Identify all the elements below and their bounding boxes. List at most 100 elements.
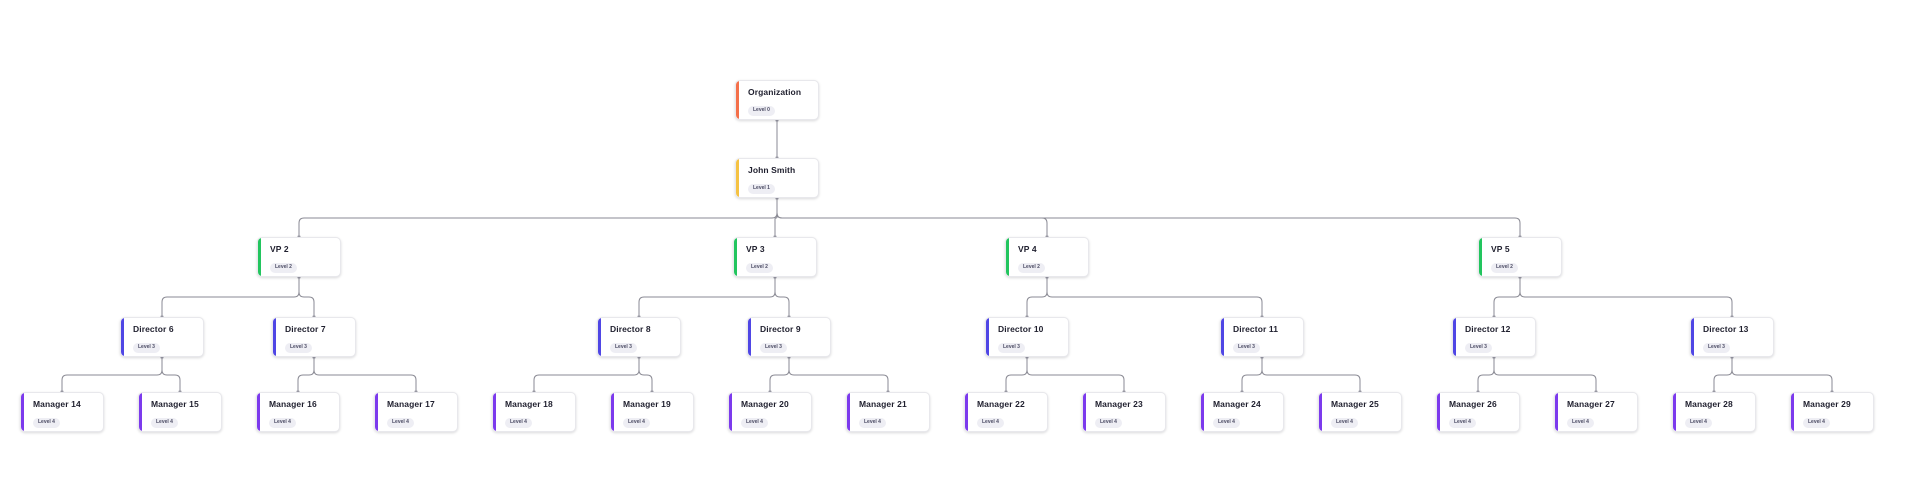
node-title: Manager 20 (741, 399, 789, 409)
node-level-badge: Level 4 (269, 417, 296, 428)
node-level-badge: Level 2 (1018, 262, 1045, 273)
node-level-badge: Level 3 (1465, 342, 1492, 353)
node-title: Manager 23 (1095, 399, 1143, 409)
node-title: Manager 16 (269, 399, 317, 409)
node-level-badge: Level 4 (33, 417, 60, 428)
node-title: VP 5 (1491, 244, 1510, 254)
level-accent-bar (257, 393, 260, 431)
org-node[interactable]: Manager 27 Level 4 (1554, 392, 1638, 432)
level-accent-bar (748, 318, 751, 356)
level-accent-bar (1691, 318, 1694, 356)
level-accent-bar (598, 318, 601, 356)
org-node[interactable]: VP 2 Level 2 (257, 237, 341, 277)
org-node[interactable]: Manager 20 Level 4 (728, 392, 812, 432)
node-title: Director 12 (1465, 324, 1511, 334)
node-level-badge: Level 4 (505, 417, 532, 428)
node-level-badge: Level 3 (1703, 342, 1730, 353)
org-node[interactable]: Director 12 Level 3 (1452, 317, 1536, 357)
level-accent-bar (1221, 318, 1224, 356)
node-title: VP 2 (270, 244, 289, 254)
org-node[interactable]: VP 4 Level 2 (1005, 237, 1089, 277)
level-accent-bar (258, 238, 261, 276)
level-accent-bar (847, 393, 850, 431)
node-title: Manager 14 (33, 399, 81, 409)
level-accent-bar (375, 393, 378, 431)
node-level-badge: Level 1 (748, 183, 775, 194)
org-node[interactable]: Director 7 Level 3 (272, 317, 356, 357)
node-level-badge: Level 4 (977, 417, 1004, 428)
node-level-badge: Level 3 (285, 342, 312, 353)
level-accent-bar (273, 318, 276, 356)
node-title: VP 3 (746, 244, 765, 254)
node-level-badge: Level 4 (151, 417, 178, 428)
org-node[interactable]: Director 11 Level 3 (1220, 317, 1304, 357)
org-node[interactable]: Manager 24 Level 4 (1200, 392, 1284, 432)
level-accent-bar (729, 393, 732, 431)
level-accent-bar (1201, 393, 1204, 431)
node-level-badge: Level 4 (623, 417, 650, 428)
node-level-badge: Level 2 (746, 262, 773, 273)
node-level-badge: Level 2 (270, 262, 297, 273)
level-accent-bar (736, 81, 739, 119)
node-title: Director 13 (1703, 324, 1749, 334)
level-accent-bar (1083, 393, 1086, 431)
node-level-badge: Level 4 (1331, 417, 1358, 428)
node-level-badge: Level 4 (741, 417, 768, 428)
org-node[interactable]: Manager 14 Level 4 (20, 392, 104, 432)
org-node[interactable]: Manager 23 Level 4 (1082, 392, 1166, 432)
org-node[interactable]: Director 13 Level 3 (1690, 317, 1774, 357)
level-accent-bar (493, 393, 496, 431)
node-level-badge: Level 4 (859, 417, 886, 428)
node-title: Manager 21 (859, 399, 907, 409)
node-level-badge: Level 4 (1449, 417, 1476, 428)
level-accent-bar (1673, 393, 1676, 431)
node-level-badge: Level 4 (1213, 417, 1240, 428)
node-level-badge: Level 3 (610, 342, 637, 353)
node-title: Manager 25 (1331, 399, 1379, 409)
node-title: Director 7 (285, 324, 326, 334)
node-title: Director 11 (1233, 324, 1279, 334)
level-accent-bar (611, 393, 614, 431)
level-accent-bar (121, 318, 124, 356)
node-title: Director 8 (610, 324, 651, 334)
org-node[interactable]: Manager 21 Level 4 (846, 392, 930, 432)
node-title: VP 4 (1018, 244, 1037, 254)
node-level-badge: Level 4 (1567, 417, 1594, 428)
org-node[interactable]: VP 5 Level 2 (1478, 237, 1562, 277)
level-accent-bar (1555, 393, 1558, 431)
node-level-badge: Level 3 (760, 342, 787, 353)
node-level-badge: Level 4 (387, 417, 414, 428)
node-title: John Smith (748, 165, 796, 175)
org-node[interactable]: VP 3 Level 2 (733, 237, 817, 277)
node-title: Manager 24 (1213, 399, 1261, 409)
node-level-badge: Level 3 (1233, 342, 1260, 353)
org-node[interactable]: Director 8 Level 3 (597, 317, 681, 357)
node-level-badge: Level 3 (133, 342, 160, 353)
level-accent-bar (1453, 318, 1456, 356)
node-title: Director 10 (998, 324, 1044, 334)
org-node[interactable]: Manager 16 Level 4 (256, 392, 340, 432)
level-accent-bar (139, 393, 142, 431)
level-accent-bar (736, 159, 739, 197)
node-level-badge: Level 2 (1491, 262, 1518, 273)
level-accent-bar (986, 318, 989, 356)
node-title: Manager 27 (1567, 399, 1615, 409)
node-level-badge: Level 0 (748, 105, 775, 116)
node-level-badge: Level 4 (1095, 417, 1122, 428)
org-node[interactable]: Manager 25 Level 4 (1318, 392, 1402, 432)
